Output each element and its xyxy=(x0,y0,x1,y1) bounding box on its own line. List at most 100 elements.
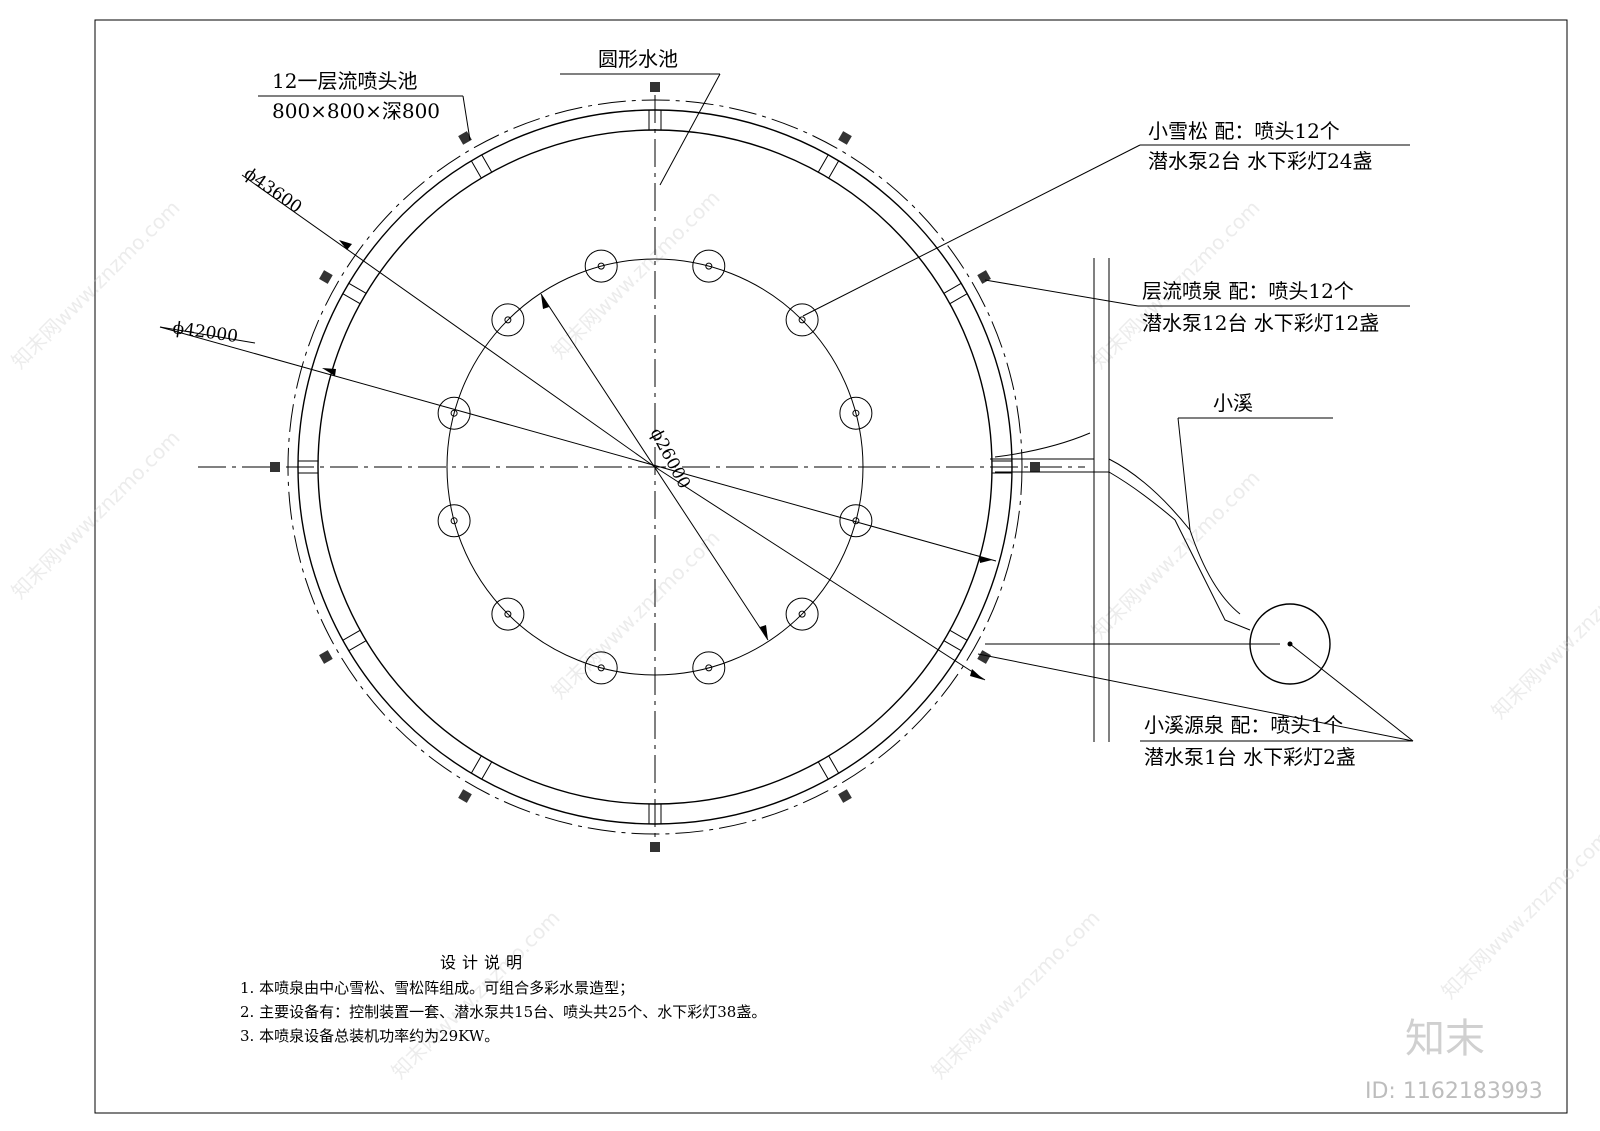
creek-spring-label-leader-1 xyxy=(1289,643,1414,742)
dim-arrow-inner-top xyxy=(541,294,549,309)
watermark: 知末网www.znzmo.com xyxy=(1437,826,1600,1004)
creek-label: 小溪 xyxy=(1213,391,1253,415)
creek-bank-upper xyxy=(994,432,1091,458)
watermark: 知末网www.znzmo.com xyxy=(7,196,185,374)
snow-pine-nozzle-center xyxy=(450,517,458,525)
wall-tick xyxy=(470,755,482,774)
creek-spring-label-line1: 小溪源泉 配：喷头1个 xyxy=(1144,713,1343,737)
brand-logo: 知末 xyxy=(1405,1016,1485,1062)
wall-tick xyxy=(943,640,962,652)
laminar-fountain-label-leader xyxy=(984,279,1139,307)
snow-pine-nozzle-center xyxy=(705,664,713,672)
laminar-fountain-label-line1: 层流喷泉 配：喷头12个 xyxy=(1142,279,1354,303)
pool-inner-wall xyxy=(317,129,993,805)
wall-tick xyxy=(342,629,361,641)
dim-arrow-outer xyxy=(339,240,352,250)
snow-pine-nozzle xyxy=(785,303,819,337)
watermark: 知末网www.znzmo.com xyxy=(7,426,185,604)
pool-label-leader xyxy=(659,73,721,186)
dim-line-outer xyxy=(241,174,656,468)
notes-item-2: 2. 主要设备有：控制装置一套、潜水泵共15台、喷头共25个、水下彩灯38盏。 xyxy=(240,1003,766,1021)
wall-tick xyxy=(828,160,840,179)
snow-pine-nozzle xyxy=(692,651,726,685)
snow-pine-nozzle xyxy=(584,651,618,685)
snow-pine-nozzle-center xyxy=(597,664,605,672)
snow-pine-nozzle xyxy=(584,249,618,283)
wall-tick xyxy=(348,640,367,652)
dim-line-pool-2 xyxy=(654,466,986,681)
creek-spring-basin xyxy=(1249,603,1331,685)
laminar-pit xyxy=(319,270,333,284)
wall-tick xyxy=(817,761,829,780)
laminar-pit xyxy=(458,789,472,803)
dim-line-inner xyxy=(540,293,769,641)
laminar-pit-label-line2: 800×800×深800 xyxy=(272,99,440,123)
notes-item-1: 1. 本喷泉由中心雪松、雪松阵组成。可组合多彩水景造型； xyxy=(240,979,634,997)
snow-pine-label-line2: 潜水泵2台 水下彩灯24盏 xyxy=(1148,149,1373,173)
wall-tick xyxy=(949,293,968,305)
watermark: 知末网www.znzmo.com xyxy=(1487,546,1600,724)
laminar-pit xyxy=(458,131,472,145)
notes-item-3: 3. 本喷泉设备总装机功率约为29KW。 xyxy=(240,1027,499,1045)
snow-pine-nozzle xyxy=(839,396,873,430)
laminar-pit xyxy=(1030,462,1040,472)
wall-tick xyxy=(817,154,829,173)
dim-arrow-pool-right xyxy=(979,556,992,563)
wall-tick xyxy=(470,160,482,179)
laminar-pit-label-leader xyxy=(462,95,471,141)
wall-ticks-group xyxy=(298,110,1012,824)
laminar-pit xyxy=(977,650,991,664)
snow-pine-nozzle-center xyxy=(504,316,512,324)
snow-pine-nozzle xyxy=(785,597,819,631)
watermark: 知末网www.znzmo.com xyxy=(1087,466,1265,644)
snow-pine-nozzle xyxy=(437,504,471,538)
wall-tick xyxy=(481,154,493,173)
laminar-pit-label-line1: 12一层流喷头池 xyxy=(272,69,417,93)
snow-pine-nozzle-center xyxy=(504,610,512,618)
dim-arrow-pool-left xyxy=(322,368,336,376)
notes-title: 设计说明 xyxy=(440,953,528,972)
dim-text-pool: ϕ42000 xyxy=(171,318,239,347)
wall-tick xyxy=(348,282,367,294)
laminar-pit xyxy=(838,789,852,803)
snow-pine-nozzle-center xyxy=(798,316,806,324)
laminar-pit xyxy=(650,842,660,852)
laminar-pit xyxy=(838,131,852,145)
snow-pine-nozzle xyxy=(839,504,873,538)
pool-outer-wall xyxy=(297,109,1013,825)
snow-pine-nozzle-center xyxy=(705,262,713,270)
watermark: 知末网www.znzmo.com xyxy=(547,526,725,704)
snow-pine-nozzle-center xyxy=(597,262,605,270)
snow-pine-nozzle-center xyxy=(450,409,458,417)
watermark: 知末网www.znzmo.com xyxy=(547,186,725,364)
wall-tick xyxy=(943,282,962,294)
image-id: ID: 1162183993 xyxy=(1365,1079,1543,1104)
dim-arrow-inner-bottom xyxy=(760,625,768,640)
snow-pine-nozzle-center xyxy=(852,409,860,417)
drawing-frame xyxy=(94,19,1568,1114)
snow-pine-nozzle-center xyxy=(798,610,806,618)
laminar-pit xyxy=(270,462,280,472)
wall-tick xyxy=(481,761,493,780)
creek-bank-lower xyxy=(995,471,1251,631)
dim-text-inner: ϕ26000 xyxy=(646,425,694,492)
wall-tick xyxy=(949,629,968,641)
snow-pine-nozzles-group xyxy=(437,249,873,685)
dim-text-outer: ϕ43600 xyxy=(240,164,305,218)
snow-pine-nozzle xyxy=(491,597,525,631)
creek-spring-label-leader-2 xyxy=(977,653,1414,742)
creek-spring-label-line2: 潜水泵1台 水下彩灯2盏 xyxy=(1144,745,1356,769)
dim-arrow-pool-2 xyxy=(970,669,984,680)
inner-ring-circle xyxy=(446,258,864,676)
dim-leader-pool xyxy=(159,326,256,344)
creek-label-leader xyxy=(1177,417,1191,531)
laminar-pit xyxy=(977,270,991,284)
laminar-pit xyxy=(319,650,333,664)
snow-pine-nozzle xyxy=(491,303,525,337)
snow-pine-label-leader xyxy=(802,144,1141,317)
laminar-fountain-label-line2: 潜水泵12台 水下彩灯12盏 xyxy=(1142,311,1379,335)
pool-label: 圆形水池 xyxy=(598,47,678,71)
wall-tick xyxy=(342,293,361,305)
laminar-pit xyxy=(650,82,660,92)
